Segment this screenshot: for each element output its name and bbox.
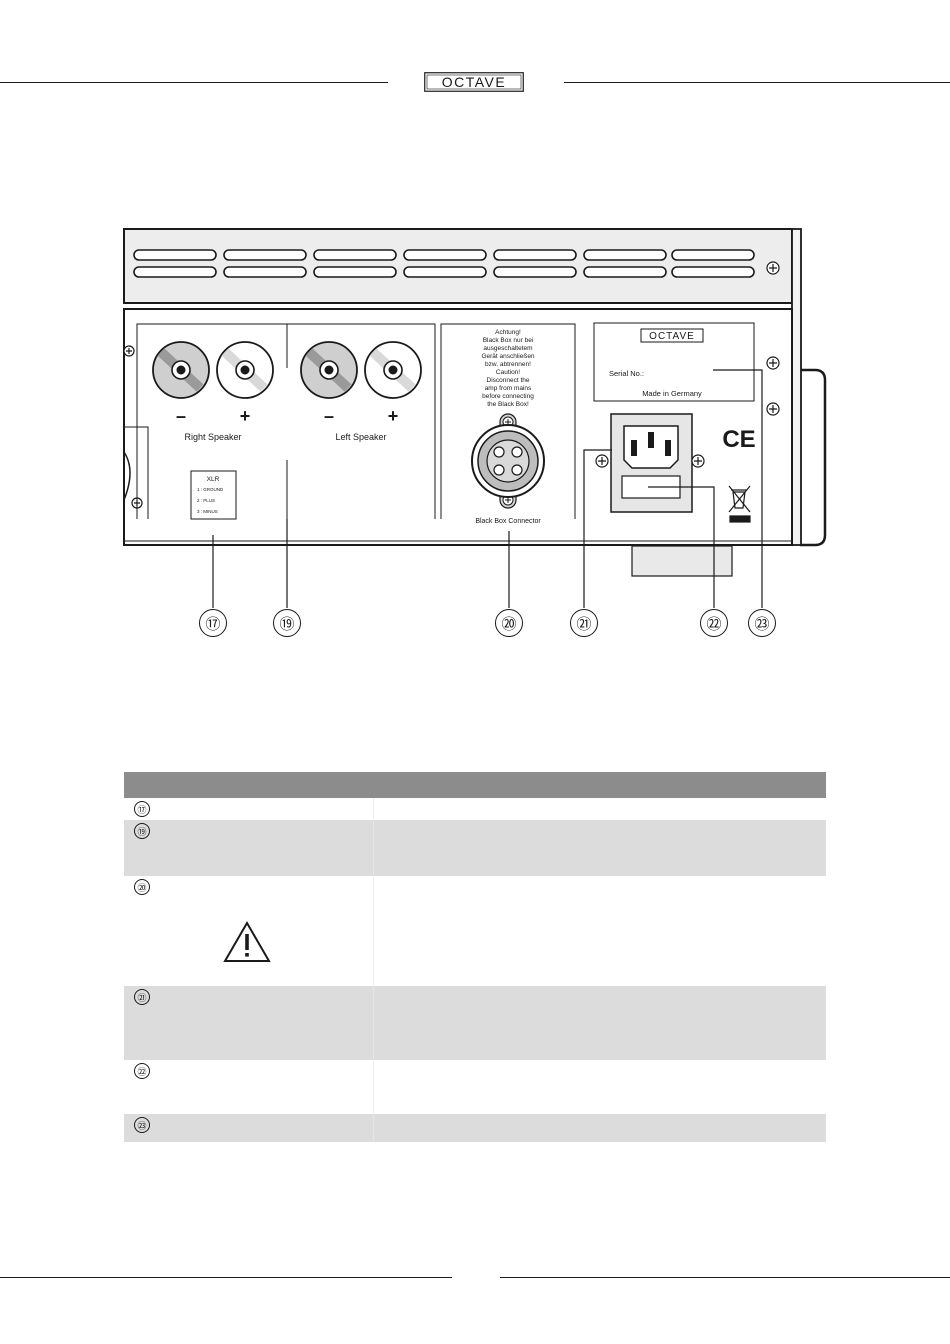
- row-number: ⑲: [134, 823, 150, 839]
- svg-text:amp from mains: amp from mains: [485, 385, 532, 392]
- nameplate-brand: OCTAVE: [649, 331, 695, 342]
- left-minus-label: –: [324, 406, 334, 426]
- svg-text:ausgeschaltetem: ausgeschaltetem: [483, 345, 532, 352]
- table-row: ⑲: [124, 820, 826, 876]
- rear-panel-illustration: – + – + Right Speaker Left Speaker XLR 1…: [123, 228, 827, 608]
- ce-mark: CE: [722, 426, 755, 453]
- svg-text:Caution!: Caution!: [496, 369, 520, 376]
- callout-17: ⑰: [199, 609, 227, 637]
- header-rule-left: [0, 82, 388, 83]
- row-number: ⑰: [134, 801, 150, 817]
- logo-text: OCTAVE: [442, 74, 507, 90]
- footer-rule-right: [500, 1277, 950, 1278]
- svg-text:before connecting: before connecting: [482, 393, 534, 400]
- serial-number-label: Serial No.:: [609, 369, 644, 378]
- header-rule-right: [564, 82, 950, 83]
- svg-text:Disconnect the: Disconnect the: [487, 377, 530, 384]
- right-plus-label: +: [240, 406, 251, 426]
- table-row: ㉑: [124, 986, 826, 1060]
- callout-19: ⑲: [273, 609, 301, 637]
- xlr-title: XLR: [207, 476, 220, 483]
- callout-22: ㉒: [700, 609, 728, 637]
- right-speaker-label: Right Speaker: [184, 432, 241, 442]
- table-header: [124, 772, 826, 798]
- vent-slots: [133, 249, 755, 278]
- svg-text:Black Box nur bei: Black Box nur bei: [483, 337, 534, 344]
- xlr-pin1: 1 : GROUND: [197, 487, 224, 492]
- xlr-pin3: 3 : MINUS: [197, 509, 218, 514]
- svg-text:Achtung!: Achtung!: [495, 329, 521, 336]
- callout-21: ㉑: [570, 609, 598, 637]
- black-box-connector-label: Black Box Connector: [475, 518, 541, 525]
- xlr-pin2: 2 : PLUS: [197, 498, 215, 503]
- weee-bin-icon: [728, 485, 751, 523]
- row-number: ㉓: [134, 1117, 150, 1133]
- warning-text: Achtung! Black Box nur bei ausgeschaltet…: [481, 329, 534, 408]
- table-row: ⑰: [124, 798, 826, 820]
- warning-triangle-icon: [223, 921, 271, 962]
- row-number: ㉒: [134, 1063, 150, 1079]
- callout-20: ⑳: [495, 609, 523, 637]
- svg-text:Gerät anschließen: Gerät anschließen: [481, 353, 534, 360]
- table-row: ㉒: [124, 1060, 826, 1114]
- svg-text:the Black Box!: the Black Box!: [487, 401, 529, 408]
- speaker-terminals: [152, 341, 422, 399]
- row-number: ⑳: [134, 879, 150, 895]
- description-table: ⑰ ⑲ ⑳ ㉑ ㉒ ㉓: [124, 772, 826, 1142]
- footer-rule-left: [0, 1277, 452, 1278]
- left-plus-label: +: [388, 406, 399, 426]
- table-row: ㉓: [124, 1114, 826, 1142]
- row-number: ㉑: [134, 989, 150, 1005]
- made-in-germany-label: Made in Germany: [642, 389, 702, 398]
- leader-lines: [212, 369, 763, 608]
- right-minus-label: –: [176, 406, 186, 426]
- mains-inlet: [595, 413, 705, 513]
- callout-23: ㉓: [748, 609, 776, 637]
- table-row: ⑳: [124, 876, 826, 986]
- left-speaker-label: Left Speaker: [335, 432, 386, 442]
- black-box-connector: [471, 413, 545, 509]
- svg-text:bzw. abtrennen!: bzw. abtrennen!: [485, 361, 531, 368]
- octave-logo: OCTAVE: [424, 72, 524, 92]
